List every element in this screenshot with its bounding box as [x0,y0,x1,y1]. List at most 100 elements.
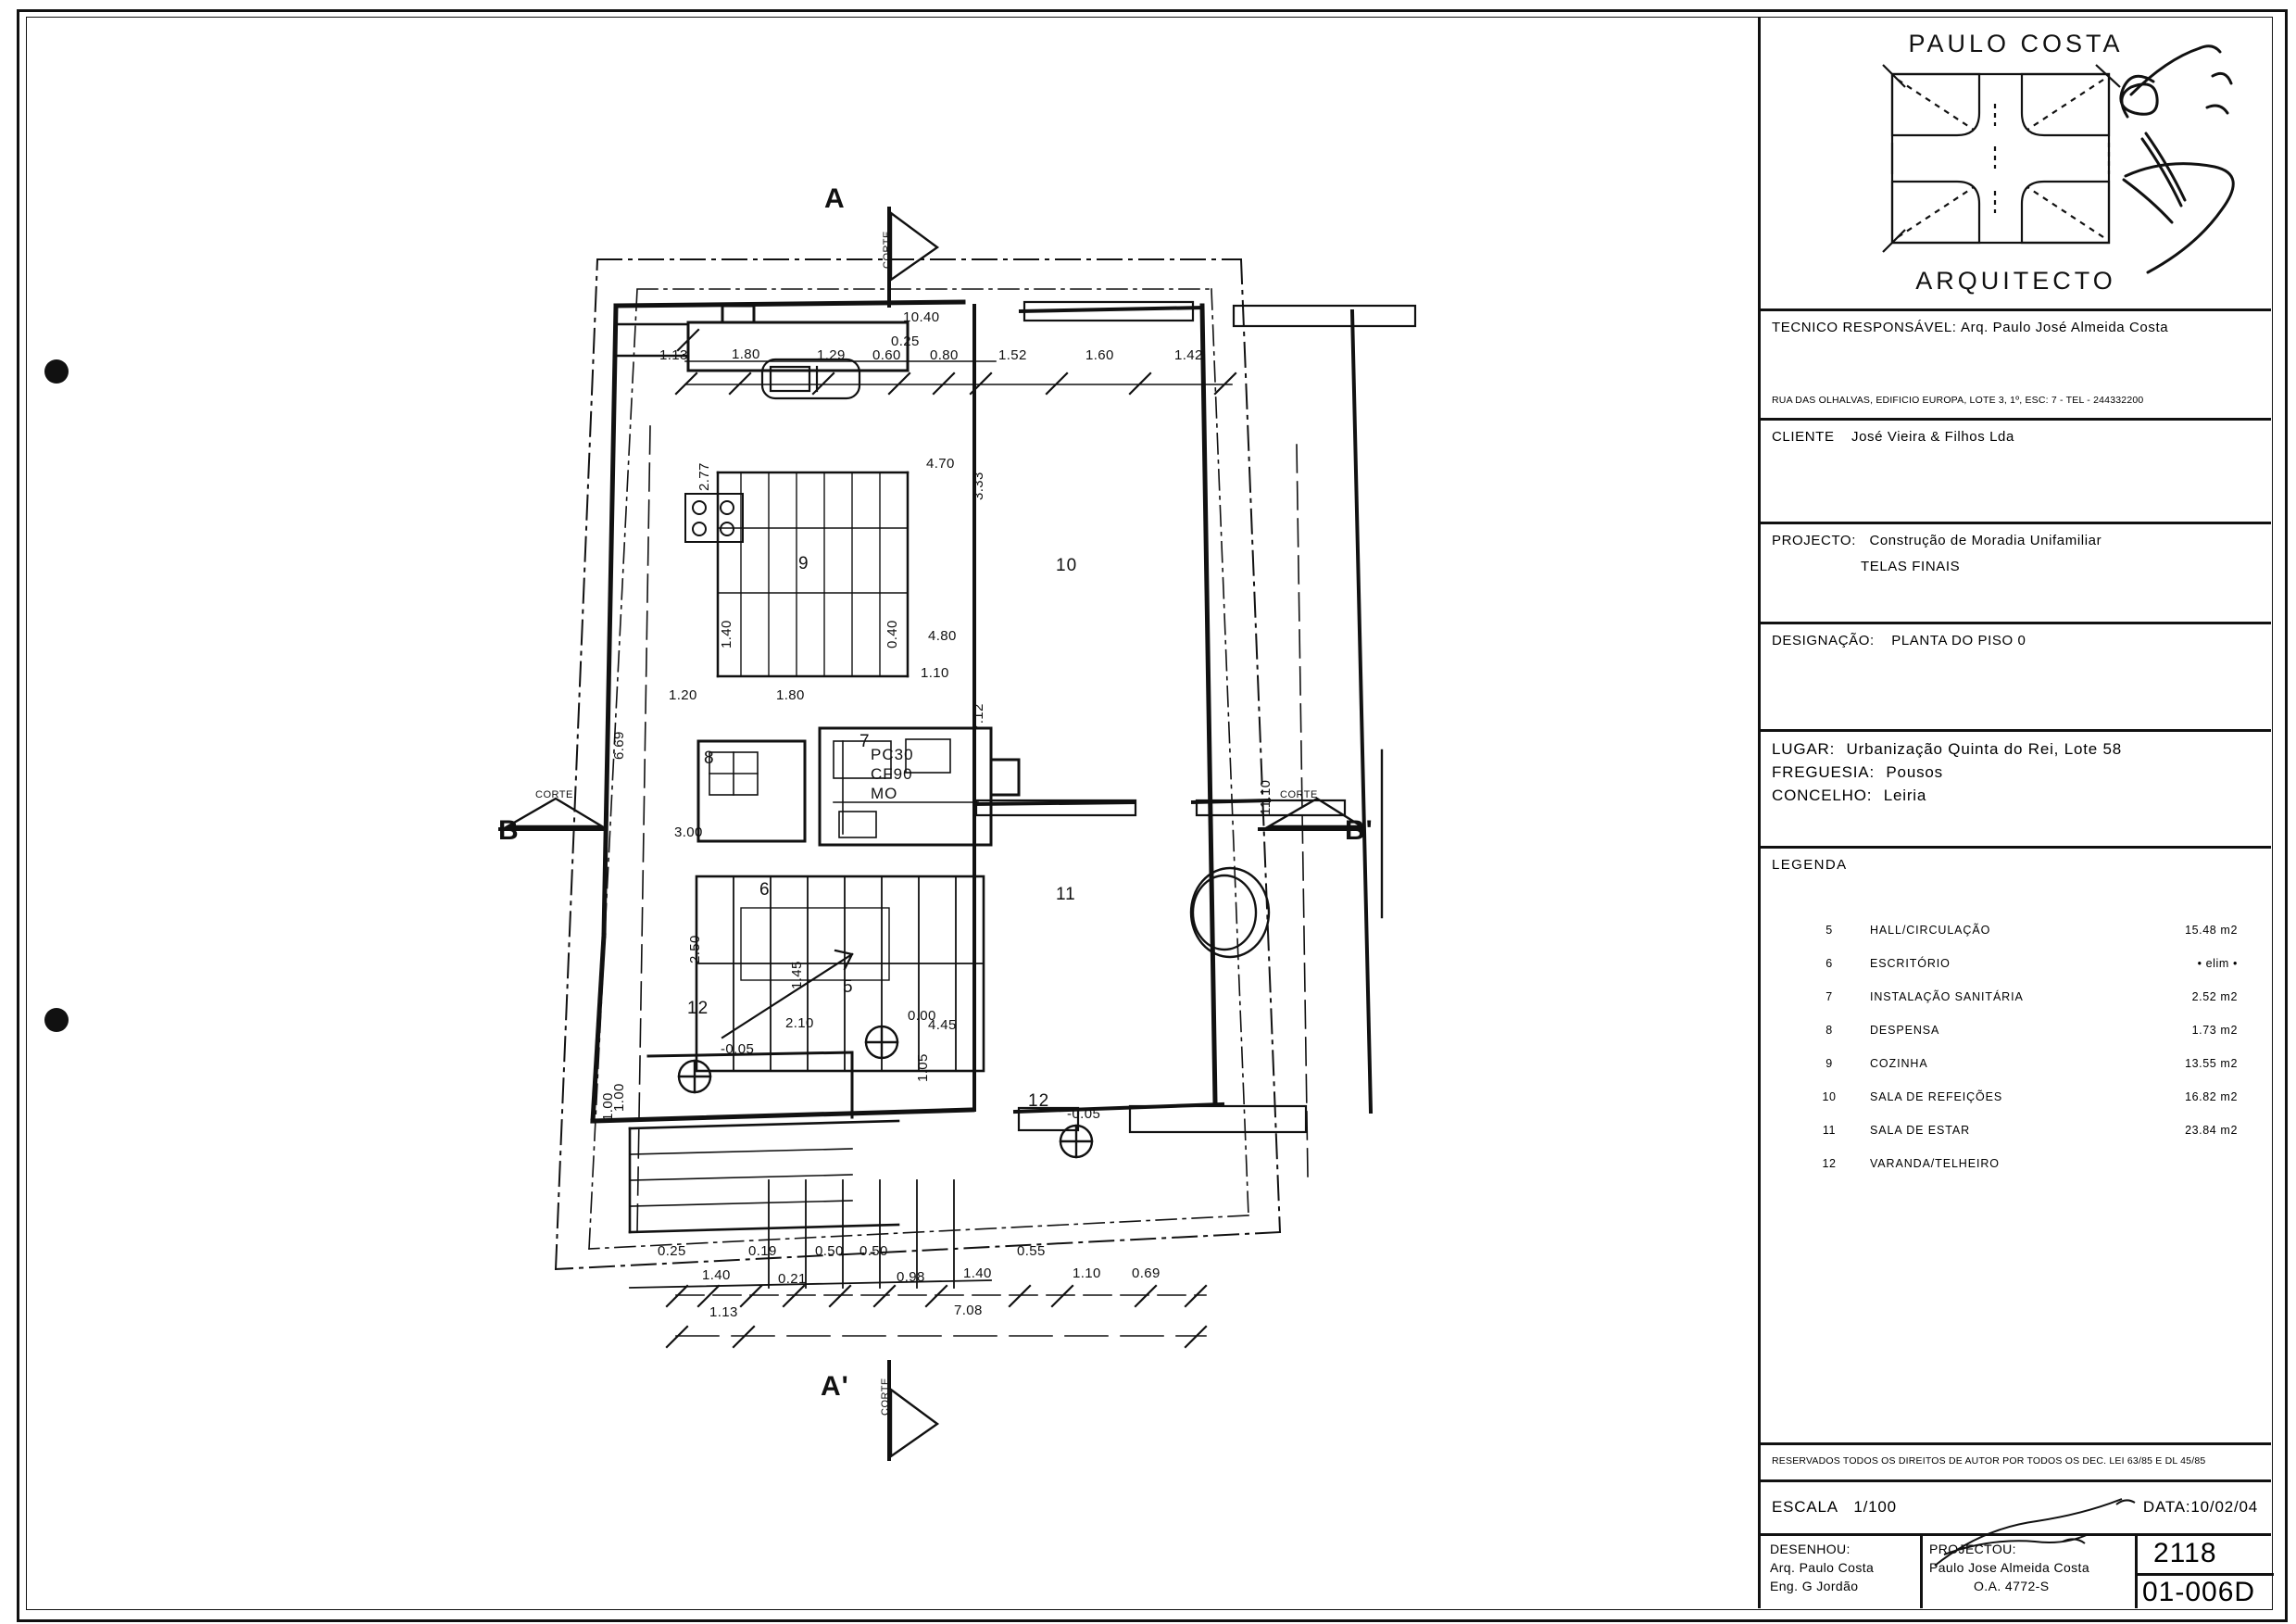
projecto-value: Construção de Moradia Unifamiliar [1869,533,2102,548]
title-block: PAULO COSTA [1758,17,2274,1608]
dim-bot-u4: 0.50 [859,1243,888,1259]
dim-int-3-00: 3.00 [674,825,703,840]
divider-1 [1920,1536,1923,1608]
dim-right-1: 11.10 [1258,779,1273,815]
copyright-row: RESERVADOS TODOS OS DIREITOS DE AUTOR PO… [1761,1445,2271,1482]
legend-row: 10 SALA DE REFEIÇÕES 16.82 m2 [1761,1090,2271,1124]
dim-int-1-05: 1.05 [915,1053,931,1082]
signature-scribble [2119,44,2235,274]
section-marker-b-label: B [498,815,520,846]
legend-no: 6 [1826,957,1833,970]
projecto-line2: TELAS FINAIS [1861,559,1961,574]
section-marker-aprime-label: A' [821,1371,849,1402]
signature-projectou [1934,1498,2136,1567]
room-number-9: 9 [798,554,809,573]
legend-no: 7 [1826,990,1833,1003]
drawing-number: 01-006D [2142,1577,2256,1607]
freguesia-value: Pousos [1886,763,1943,781]
room-number-12-alt: 12 [1028,1091,1050,1111]
dim-left-1: 6.69 [611,731,627,760]
dim-bot-overall-2: 7.08 [954,1303,983,1318]
level-marker-varanda: -0.05 [721,1041,755,1057]
dim-bot-m3: 0.98 [897,1269,925,1285]
projectou-line1: Paulo Jose Almeida Costa [1929,1560,2090,1575]
room-number-5: 5 [843,977,854,997]
dim-top-6: 1.52 [998,347,1027,363]
dim-bot-m1: 1.40 [702,1267,731,1283]
room-number-11: 11 [1056,885,1076,904]
legend-name: SALA DE REFEIÇÕES [1870,1090,2003,1103]
sheet-border-outer [17,9,2288,1622]
dim-top-2: 1.80 [732,346,760,362]
dim-int-1-00: 1.00 [611,1083,627,1112]
dim-bot-u2: 0.19 [748,1243,777,1259]
legend-row: 8 DESPENSA 1.73 m2 [1761,1024,2271,1057]
floor-plan-drawing [498,207,1417,1461]
projectou-line2: O.A. 4772-S [1974,1579,2050,1593]
dim-bot-m4: 1.40 [963,1265,992,1281]
dim-int-1-80: 1.80 [776,687,805,703]
room-number-8: 8 [704,749,715,768]
logo-panel: PAULO COSTA [1761,17,2271,311]
tecnico-address: RUA DAS OLHALVAS, EDIFICIO EUROPA, LOTE … [1772,395,2144,406]
legend-area: 1.73 m2 [2191,1024,2238,1037]
designacao-label: DESIGNAÇÃO: [1772,633,1875,648]
desenhou-line2: Eng. G Jordão [1770,1579,1859,1593]
legend-area: 13.55 m2 [2185,1057,2238,1070]
dim-int-4-70: 4.70 [926,456,955,472]
desenhou-label: DESENHOU: [1770,1542,1851,1556]
dim-int-1-20: 1.20 [669,687,697,703]
room-number-10: 10 [1056,556,1078,575]
divider-2 [2135,1536,2138,1608]
door-spec-line3: MO [871,785,898,802]
punch-hole-top [44,359,69,384]
designacao-value: PLANTA DO PISO 0 [1891,633,2026,648]
freguesia-label: FREGUESIA: [1772,763,1875,781]
legend-no: 8 [1826,1024,1833,1037]
legend-list: 5 HALL/CIRCULAÇÃO 15.48 m2 6 ESCRITÓRIO … [1761,924,2271,1190]
legend-no: 9 [1826,1057,1833,1070]
dim-int-0-40: 0.40 [885,620,900,648]
section-marker-bprime-label: B' [1345,815,1374,846]
dim-bot-u5: 0.55 [1017,1243,1046,1259]
data-value: 10/02/04 [2190,1498,2258,1516]
logo-name-bottom: ARQUITECTO [1915,267,2116,295]
section-marker-b-corte: CORTE [535,789,573,800]
legend-title: LEGENDA [1772,857,1848,873]
legend-name: DESPENSA [1870,1024,1940,1037]
section-marker-aprime-corte: CORTE [880,1378,891,1416]
legend-row: 12 VARANDA/TELHEIRO [1761,1157,2271,1190]
projecto-row: PROJECTO: Construção de Moradia Unifamil… [1761,524,2271,624]
legend-name: SALA DE ESTAR [1870,1124,1971,1137]
divider-3 [2135,1573,2274,1576]
dim-top-7: 1.60 [1085,347,1114,363]
legend-panel: LEGENDA 5 HALL/CIRCULAÇÃO 15.48 m2 6 ESC… [1761,849,2271,1445]
dim-int-2-77: 2.77 [696,462,712,491]
tecnico-value: Arq. Paulo José Almeida Costa [1961,320,2169,335]
dim-int-2-50: 2.50 [687,935,703,963]
room-number-6: 6 [759,880,771,900]
legend-name: COZINHA [1870,1057,1928,1070]
cliente-row: CLIENTE José Vieira & Filhos Lda [1761,421,2271,524]
dim-top-8: 1.42 [1174,347,1203,363]
dim-top-5: 0.80 [930,347,959,363]
dim-top-3: 1.29 [817,347,846,363]
local-row: LUGAR: Urbanização Quinta do Rei, Lote 5… [1761,732,2271,849]
punch-hole-bottom [44,1008,69,1032]
lugar-value: Urbanização Quinta do Rei, Lote 58 [1846,740,2123,758]
projecto-label: PROJECTO: [1772,533,1856,548]
scale-date-row: ESCALA 1/100 DATA:10/02/04 [1761,1482,2271,1536]
job-number: 2118 [2153,1538,2217,1568]
dim-int-3-33: 3.33 [971,472,986,500]
dim-bot-m6: 0.69 [1132,1265,1161,1281]
dim-bot-overall-1: 1.13 [709,1304,738,1320]
dim-top-sub: 0.25 [891,334,920,349]
legend-name: VARANDA/TELHEIRO [1870,1157,2000,1170]
data-label: DATA: [2142,1498,2191,1516]
sheet-border-inner [26,17,2273,1610]
dim-int-7-12: 7.12 [971,703,986,732]
legend-area: 16.82 m2 [2185,1090,2238,1103]
dim-int-1-45: 1.45 [789,961,805,989]
room-number-7: 7 [859,732,871,751]
